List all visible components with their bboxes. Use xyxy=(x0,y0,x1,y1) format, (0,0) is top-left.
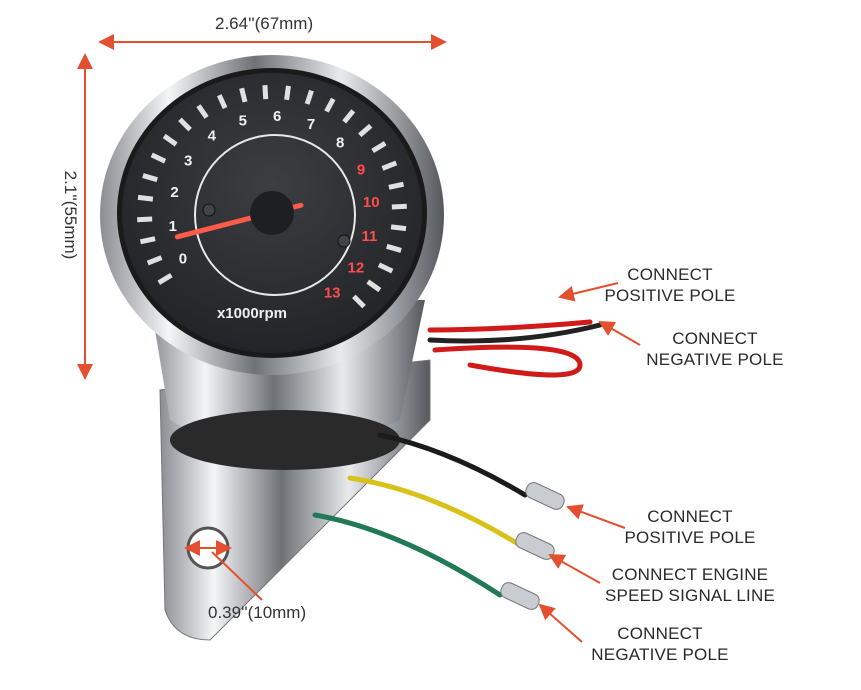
bullet-connectors xyxy=(500,482,565,610)
hole-leader-line xyxy=(211,551,263,601)
dial-number: 7 xyxy=(307,116,315,133)
dial-number: 9 xyxy=(357,162,365,179)
rpm-unit-label: x1000rpm xyxy=(217,305,287,322)
callout-line: POSITIVE POLE xyxy=(604,286,736,305)
callout-line: CONNECT xyxy=(627,265,713,284)
dial-number: 10 xyxy=(363,194,380,211)
tick-mark xyxy=(386,243,402,253)
tick-mark xyxy=(150,152,167,164)
callout-line: CONNECT xyxy=(617,624,703,643)
dial-number: 1 xyxy=(169,218,177,235)
dial-number: 3 xyxy=(184,153,192,170)
dial-number: 4 xyxy=(208,128,217,145)
tick-mark xyxy=(391,203,407,210)
callout-line: NEGATIVE POLE xyxy=(591,645,729,664)
tick-mark xyxy=(178,117,192,132)
callout-positive-pole-bottom: CONNECT POSITIVE POLE xyxy=(620,506,760,548)
wires xyxy=(312,319,603,598)
tick-mark xyxy=(284,85,291,101)
tick-mark xyxy=(137,194,154,202)
callout-line: NEGATIVE POLE xyxy=(646,350,784,369)
dial-number: 2 xyxy=(170,184,178,201)
dial-number: 13 xyxy=(324,284,341,301)
callout-line: SPEED SIGNAL LINE xyxy=(605,586,775,605)
height-dimension-label: 2.1''(55mm) xyxy=(61,170,80,260)
tick-mark xyxy=(304,89,314,105)
dial-number: 6 xyxy=(273,108,281,125)
screw-icon xyxy=(202,203,216,217)
tick-mark xyxy=(342,109,356,124)
tick-mark xyxy=(388,181,405,190)
tick-mark xyxy=(262,85,269,100)
callout-line: CONNECT xyxy=(672,329,758,348)
tick-mark xyxy=(377,262,394,274)
tick-mark xyxy=(324,97,336,113)
callout-negative-pole-top: CONNECT NEGATIVE POLE xyxy=(640,328,790,370)
callout-positive-pole-top: CONNECT POSITIVE POLE xyxy=(600,264,740,306)
tick-mark xyxy=(358,123,373,138)
tick-mark xyxy=(239,87,248,103)
hole-dimension-label: 0.39''(10mm) xyxy=(208,603,307,622)
tick-mark xyxy=(371,141,387,154)
dial-number: 8 xyxy=(336,134,344,151)
tick-marks xyxy=(137,85,407,309)
tick-mark xyxy=(142,173,158,183)
tick-mark xyxy=(146,255,163,266)
dial-number: 12 xyxy=(348,259,365,276)
dial-number: 11 xyxy=(362,228,378,245)
tick-mark xyxy=(366,279,382,293)
dial-number: 0 xyxy=(179,250,187,267)
callout-line: POSITIVE POLE xyxy=(624,528,756,547)
tick-mark xyxy=(216,94,228,110)
tick-mark xyxy=(196,104,209,119)
tick-mark xyxy=(162,133,178,147)
callout-arrows xyxy=(538,282,641,643)
callout-speed-signal-line: CONNECT ENGINE SPEED SIGNAL LINE xyxy=(600,564,780,606)
screw-icon xyxy=(337,234,351,248)
callout-line: CONNECT ENGINE xyxy=(611,565,769,584)
inner-ring xyxy=(194,134,356,296)
callout-line: CONNECT xyxy=(647,507,733,526)
tick-mark xyxy=(352,294,366,309)
tick-mark xyxy=(137,216,153,223)
dial-number: 5 xyxy=(239,112,247,129)
callout-negative-pole-bottom: CONNECT NEGATIVE POLE xyxy=(585,623,735,665)
needle-hub xyxy=(250,191,294,235)
tick-mark xyxy=(157,272,173,285)
tick-mark xyxy=(139,236,156,245)
tick-mark xyxy=(390,224,407,232)
tick-mark xyxy=(381,160,398,171)
width-dimension-label: 2.64''(67mm) xyxy=(215,14,314,33)
